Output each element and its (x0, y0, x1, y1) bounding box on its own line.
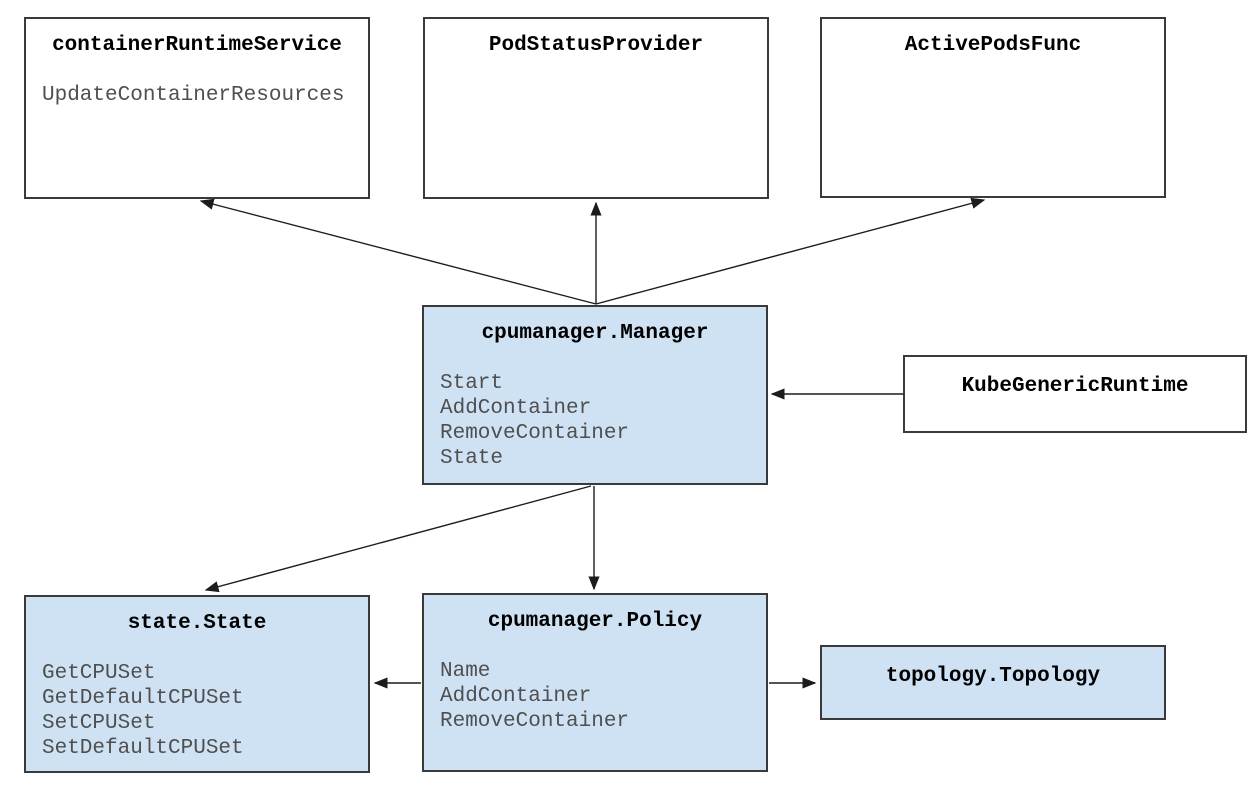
node-pod-status-provider: PodStatusProvider (423, 17, 769, 199)
node-state-state: state.State GetCPUSet GetDefaultCPUSet S… (24, 595, 370, 773)
node-method-list: UpdateContainerResources (26, 83, 368, 108)
method-label: SetCPUSet (42, 712, 156, 735)
node-kube-generic-runtime: KubeGenericRuntime (903, 355, 1247, 433)
method-label: SetDefaultCPUSet (42, 737, 244, 760)
arrow-manager-to-container-runtime-service (199, 198, 597, 305)
node-title: PodStatusProvider (488, 34, 704, 57)
method-label: AddContainer (440, 685, 592, 708)
node-active-pods-func: ActivePodsFunc (820, 17, 1166, 198)
node-container-runtime-service: containerRuntimeService UpdateContainerR… (24, 17, 370, 199)
node-title: containerRuntimeService (52, 34, 342, 57)
node-title: cpumanager.Manager (481, 322, 709, 345)
node-method-list: Start AddContainer RemoveContainer State (424, 371, 766, 471)
node-title: topology.Topology (885, 665, 1101, 688)
method-label: UpdateContainerResources (42, 84, 345, 107)
method-label: Start (440, 372, 504, 395)
node-title: cpumanager.Policy (487, 610, 703, 633)
node-cpumanager-manager: cpumanager.Manager Start AddContainer Re… (422, 305, 768, 485)
node-title: state.State (127, 612, 267, 635)
node-title: KubeGenericRuntime (961, 375, 1189, 398)
node-method-list: Name AddContainer RemoveContainer (424, 659, 766, 734)
arrow-manager-to-state (204, 485, 592, 593)
method-label: AddContainer (440, 397, 592, 420)
arrow-manager-to-active-pods-func (595, 197, 986, 305)
method-label: Name (440, 660, 491, 683)
method-label: GetCPUSet (42, 662, 156, 685)
node-topology-topology: topology.Topology (820, 645, 1166, 720)
method-label: GetDefaultCPUSet (42, 687, 244, 710)
node-cpumanager-policy: cpumanager.Policy Name AddContainer Remo… (422, 593, 768, 772)
method-label: State (440, 447, 504, 470)
node-method-list: GetCPUSet GetDefaultCPUSet SetCPUSet Set… (26, 661, 368, 761)
method-label: RemoveContainer (440, 422, 630, 445)
method-label: RemoveContainer (440, 710, 630, 733)
node-title: ActivePodsFunc (904, 34, 1082, 57)
